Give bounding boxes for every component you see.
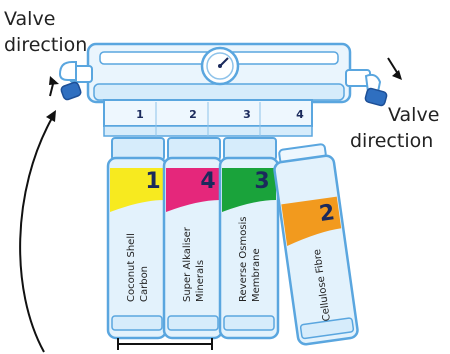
cartridge-3: 3 Reverse Osmosis Membrane xyxy=(218,137,280,340)
cartridge-3-color-band xyxy=(222,168,276,212)
cartridge-4: 4 Super Alkaliser Minerals xyxy=(162,137,224,340)
cartridge-3-number: 3 xyxy=(254,169,269,194)
cartridge-3-name-line1: Reverse Osmosis xyxy=(238,216,249,302)
left-valve-arrow xyxy=(49,76,59,97)
slot-number-1: 1 xyxy=(136,108,144,121)
right-valve-label-line2: direction xyxy=(350,130,434,152)
cartridge-1-name-line2: Carbon xyxy=(139,266,150,302)
cartridge-4-number: 4 xyxy=(200,169,215,194)
right-valve-label-line1: Valve xyxy=(388,104,440,126)
right-valve-icon xyxy=(345,69,388,107)
cartridge-1-name-line1: Coconut Shell xyxy=(126,233,137,302)
scale-bar xyxy=(117,338,213,350)
cartridge-1-color-band xyxy=(110,168,164,212)
slot-number-4: 4 xyxy=(296,108,304,121)
cartridge-4-name-line2: Minerals xyxy=(195,260,206,302)
cartridge-4-color-band xyxy=(166,168,220,212)
left-valve-icon xyxy=(58,61,93,101)
rotation-curve-arrow xyxy=(19,110,56,353)
slot-number-2: 2 xyxy=(189,108,197,121)
cartridge-1: 1 Coconut Shell Carbon xyxy=(106,137,168,340)
slot-number-3: 3 xyxy=(243,108,251,121)
cartridge-2-color-band xyxy=(281,196,342,246)
cartridge-4-name-line1: Super Alkaliser xyxy=(182,226,193,302)
cartridge-1-number: 1 xyxy=(145,169,160,194)
slot-housing xyxy=(103,99,313,137)
left-valve-label-line2: direction xyxy=(4,34,88,56)
left-valve-label-line1: Valve xyxy=(4,8,56,30)
right-valve-arrow xyxy=(387,57,402,80)
pressure-gauge-icon xyxy=(200,46,240,86)
cartridge-3-name-line2: Membrane xyxy=(251,248,262,302)
cartridge-2: 2 Cellulose Fibre xyxy=(273,143,359,346)
cartridge-2-number: 2 xyxy=(318,200,337,227)
